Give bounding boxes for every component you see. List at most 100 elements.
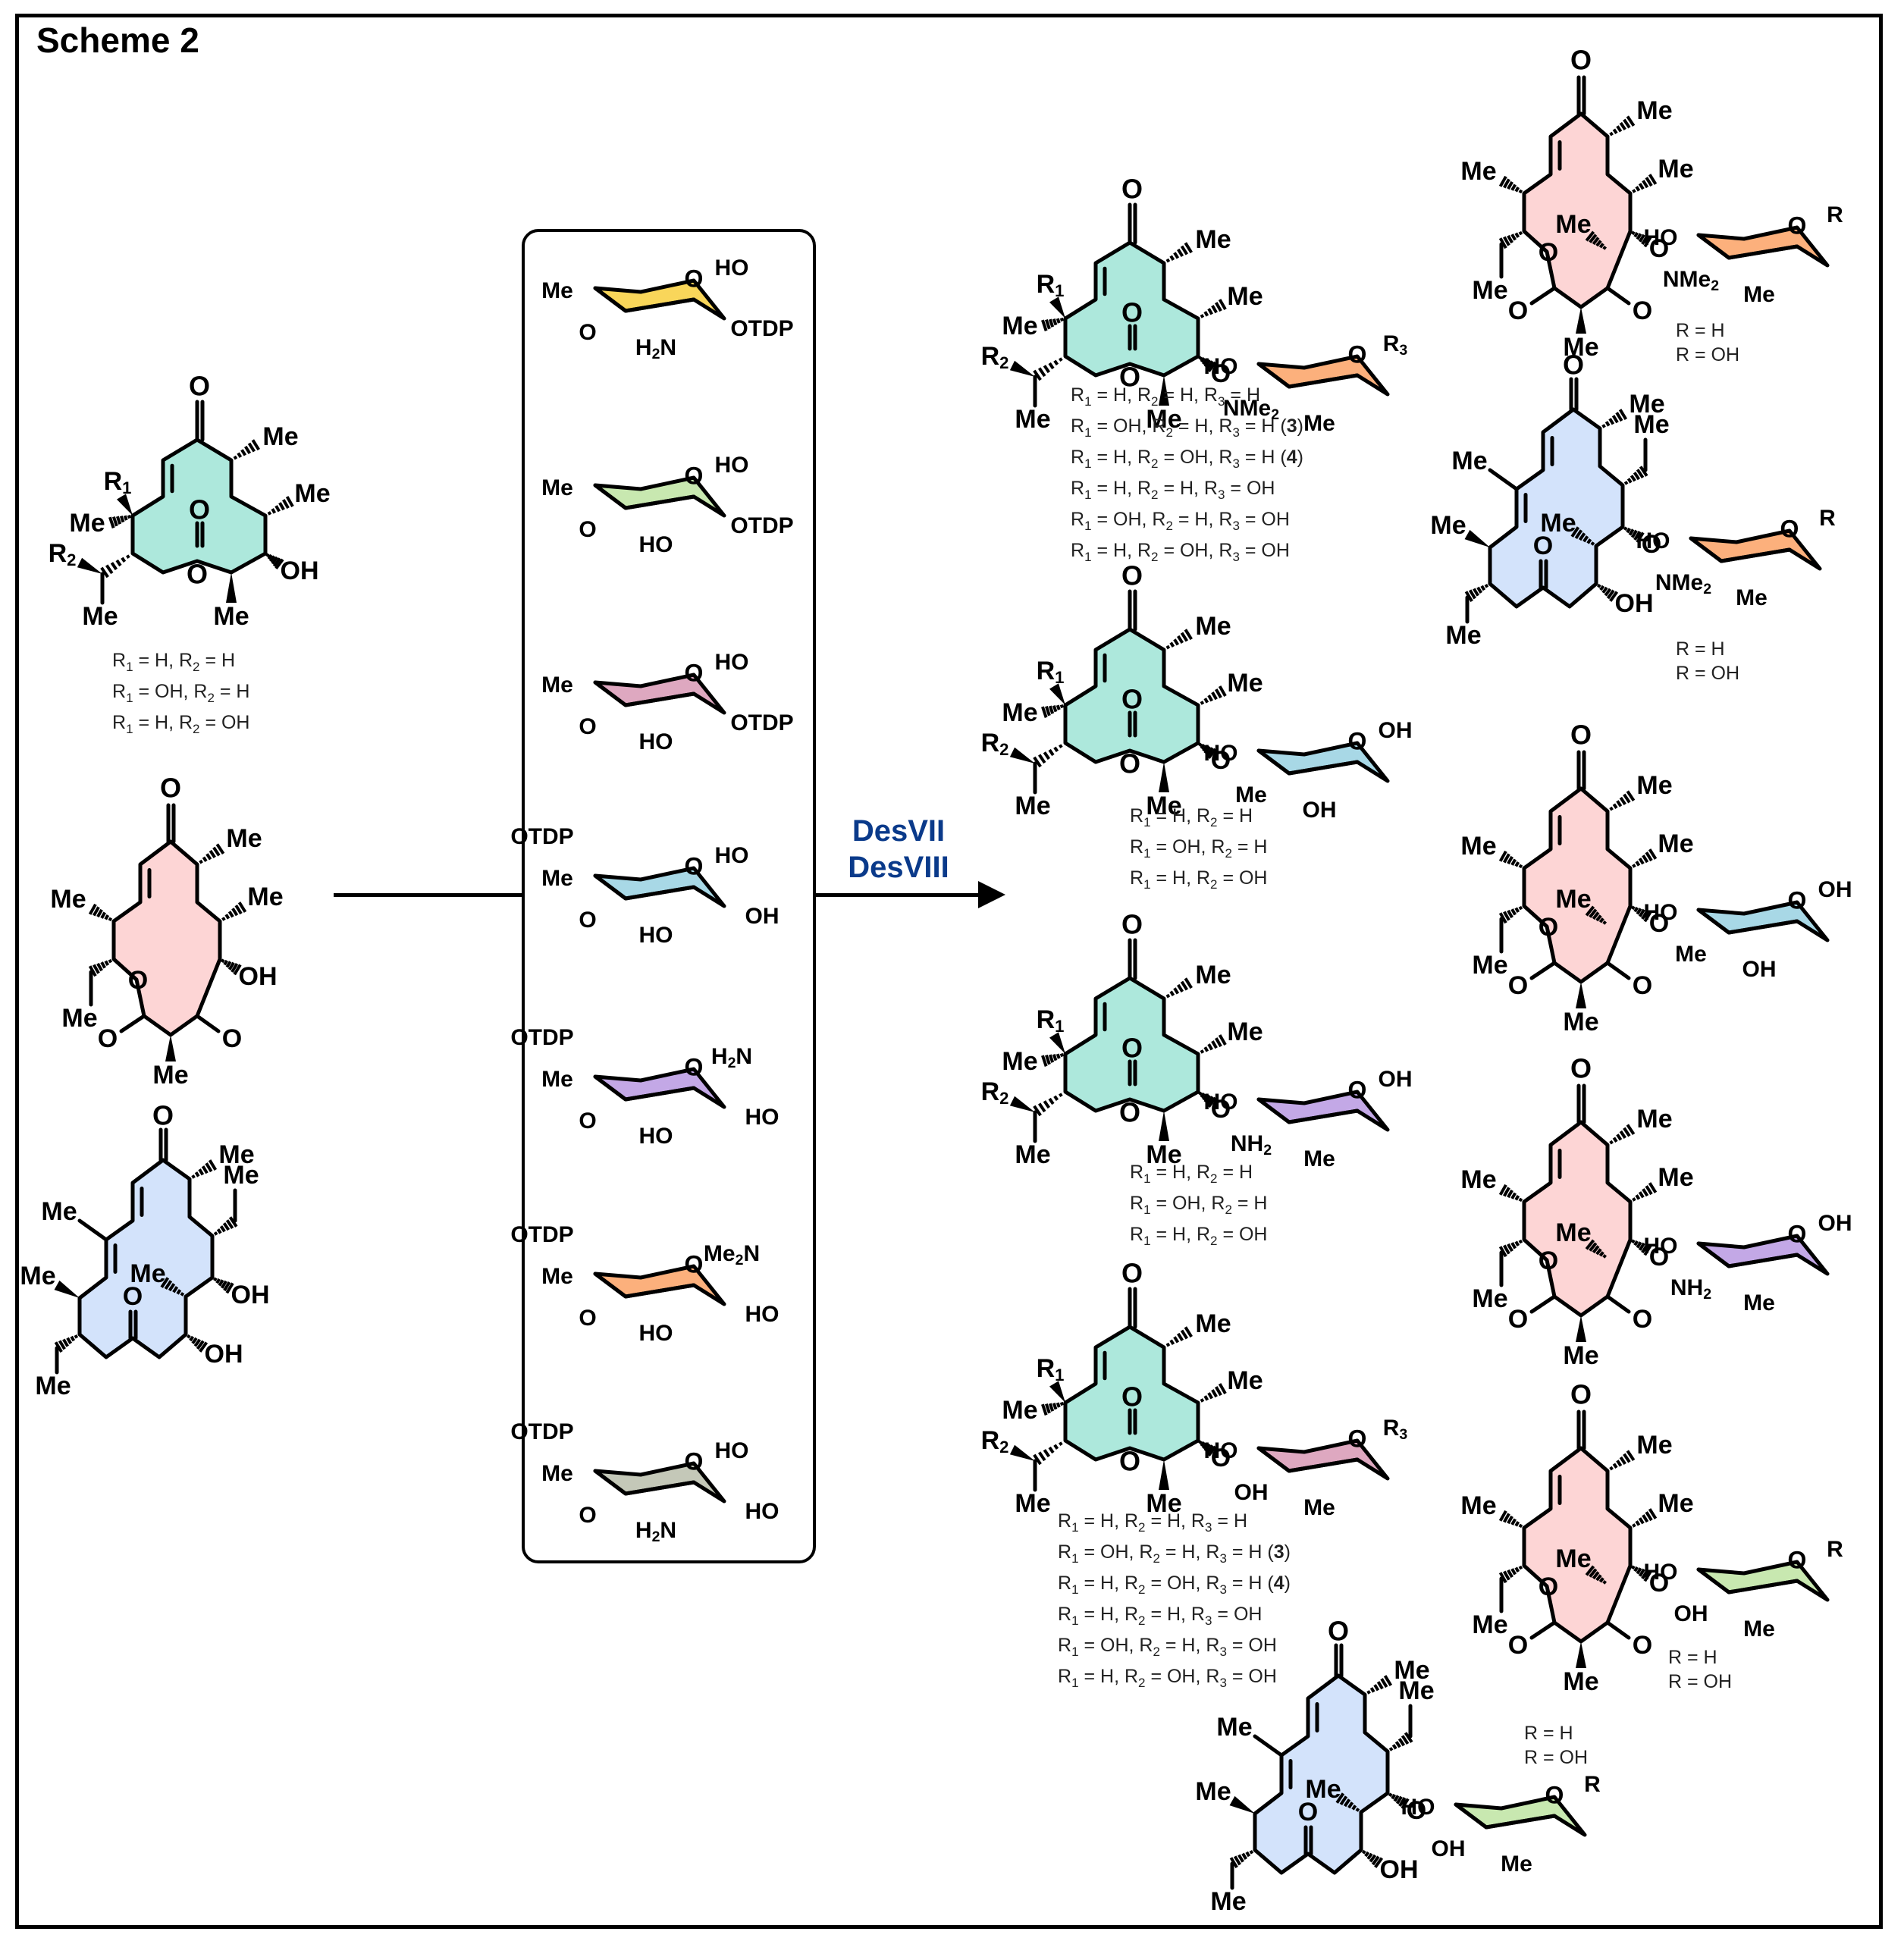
condition-line: R1 = H, R2 = OH (1130, 1224, 1268, 1248)
condition-line: R1 = H, R2 = H, R3 = H (1071, 384, 1261, 409)
substituent-label: OTDP (730, 316, 793, 341)
hash-bond (1632, 848, 1658, 868)
hash-bond (233, 439, 260, 460)
wedge-bond (1009, 1444, 1035, 1461)
methyl-label: Me (1555, 885, 1591, 914)
condition-line: R1 = OH, R2 = H, R3 = H (3) (1058, 1541, 1291, 1566)
hash-bond (1362, 1849, 1384, 1868)
glycosidic-oxygen: O (1211, 1095, 1231, 1124)
ketone-oxygen: O (123, 1282, 143, 1311)
substituent-label: OTDP (510, 824, 573, 849)
hash-bond (1229, 1849, 1254, 1869)
ring-oxygen: O (1119, 1097, 1140, 1128)
substituent-label: HO (1636, 528, 1670, 553)
carbonyl-oxygen: O (1121, 297, 1143, 328)
ring-bonds (1253, 1673, 1390, 1875)
ring-oxygen: O (1780, 515, 1799, 542)
substituent-label: HO (1204, 1090, 1238, 1115)
substituent-label: HO (1644, 1560, 1678, 1585)
hash-bond (1165, 242, 1193, 263)
condition-line: R1 = H, R2 = OH, R3 = H (4) (1071, 447, 1303, 471)
enzyme-desviii: DesVIII (848, 851, 949, 884)
pyranose-front-bond (1696, 908, 1799, 935)
substituent-label: R (1827, 202, 1843, 227)
r2-label: R2 (981, 342, 1009, 372)
methyl-label: Me (1195, 961, 1231, 989)
methyl-label: Me (130, 1259, 165, 1288)
hydroxyl-label: OH (205, 1340, 243, 1369)
substituent-label: Me (541, 278, 573, 303)
ketone-oxygen: O (1570, 1053, 1592, 1084)
wedge-bond (1049, 1381, 1065, 1403)
methyl-label: Me (1015, 405, 1050, 434)
methyl-label: Me (1146, 405, 1181, 434)
wedge-bond (1049, 1032, 1065, 1054)
sugar-donor-box (522, 229, 816, 1563)
bond (195, 1014, 221, 1033)
lactone-oxygen: O (1508, 296, 1528, 325)
methyl-label: Me (1633, 410, 1669, 439)
methyl-label: Me (1460, 1165, 1496, 1194)
hash-bond (1335, 1792, 1360, 1812)
condition-line: R1 = OH, R2 = H, R3 = OH (1058, 1635, 1277, 1659)
hash-bond (213, 1277, 234, 1294)
wedge-bond (1009, 747, 1035, 764)
hash-bond (88, 903, 113, 922)
macrolactone-ring-fill (80, 1160, 212, 1357)
hash-bond (1609, 1450, 1636, 1471)
substituent-label: Me (541, 1461, 573, 1486)
hash-bond (1366, 1675, 1393, 1695)
methyl-label: Me (223, 1161, 259, 1190)
ketone-oxygen: O (1633, 1305, 1652, 1334)
ring-oxygen: O (1788, 886, 1807, 914)
substituent-label: HO (715, 1438, 749, 1463)
hash-bond (1033, 357, 1063, 381)
condition-line: R = OH (1676, 663, 1740, 684)
bond (1488, 468, 1519, 491)
pyranose-front-bond (1696, 233, 1799, 260)
methyl-label: Me (1563, 333, 1598, 362)
hash-bond (160, 1277, 185, 1297)
wedge-bond (1576, 982, 1586, 1008)
substituent-label: OTDP (510, 1419, 573, 1444)
hydroxyl-label: OH (1615, 589, 1654, 618)
methyl-label: Me (50, 885, 86, 914)
hash-bond (1609, 1124, 1636, 1145)
condition-line: R1 = H, R2 = H (1130, 1162, 1253, 1186)
substituent-label: OH (745, 904, 779, 929)
glycosidic-oxygen: O (1211, 359, 1231, 388)
ring-oxygen: O (1539, 238, 1558, 267)
substituent-label: O (579, 714, 596, 739)
hash-bond (1388, 1792, 1410, 1810)
hash-bond (265, 553, 284, 570)
bond (1605, 1620, 1631, 1640)
substituent-label: Me (1743, 282, 1775, 307)
hash-bond (1597, 583, 1619, 602)
methyl-label: Me (1472, 276, 1507, 305)
substituent-label: OTDP (510, 1025, 573, 1050)
glycosidic-oxygen: O (1642, 530, 1661, 559)
macrolactone-ring-fill (1255, 1676, 1388, 1873)
ketone-oxygen: O (1298, 1798, 1318, 1827)
pyranose-front-bond (1256, 1097, 1360, 1124)
scheme-title: Scheme 2 (36, 20, 199, 60)
ring-oxygen: O (685, 265, 704, 292)
substituent-label: R (1584, 1772, 1601, 1797)
hash-bond (1041, 317, 1064, 331)
methyl-label: Me (1460, 832, 1496, 861)
hash-bond (267, 496, 294, 516)
hash-bond (1631, 230, 1652, 248)
reaction-arrow-tail (334, 893, 523, 897)
carbonyl-oxygen: O (1121, 684, 1143, 715)
